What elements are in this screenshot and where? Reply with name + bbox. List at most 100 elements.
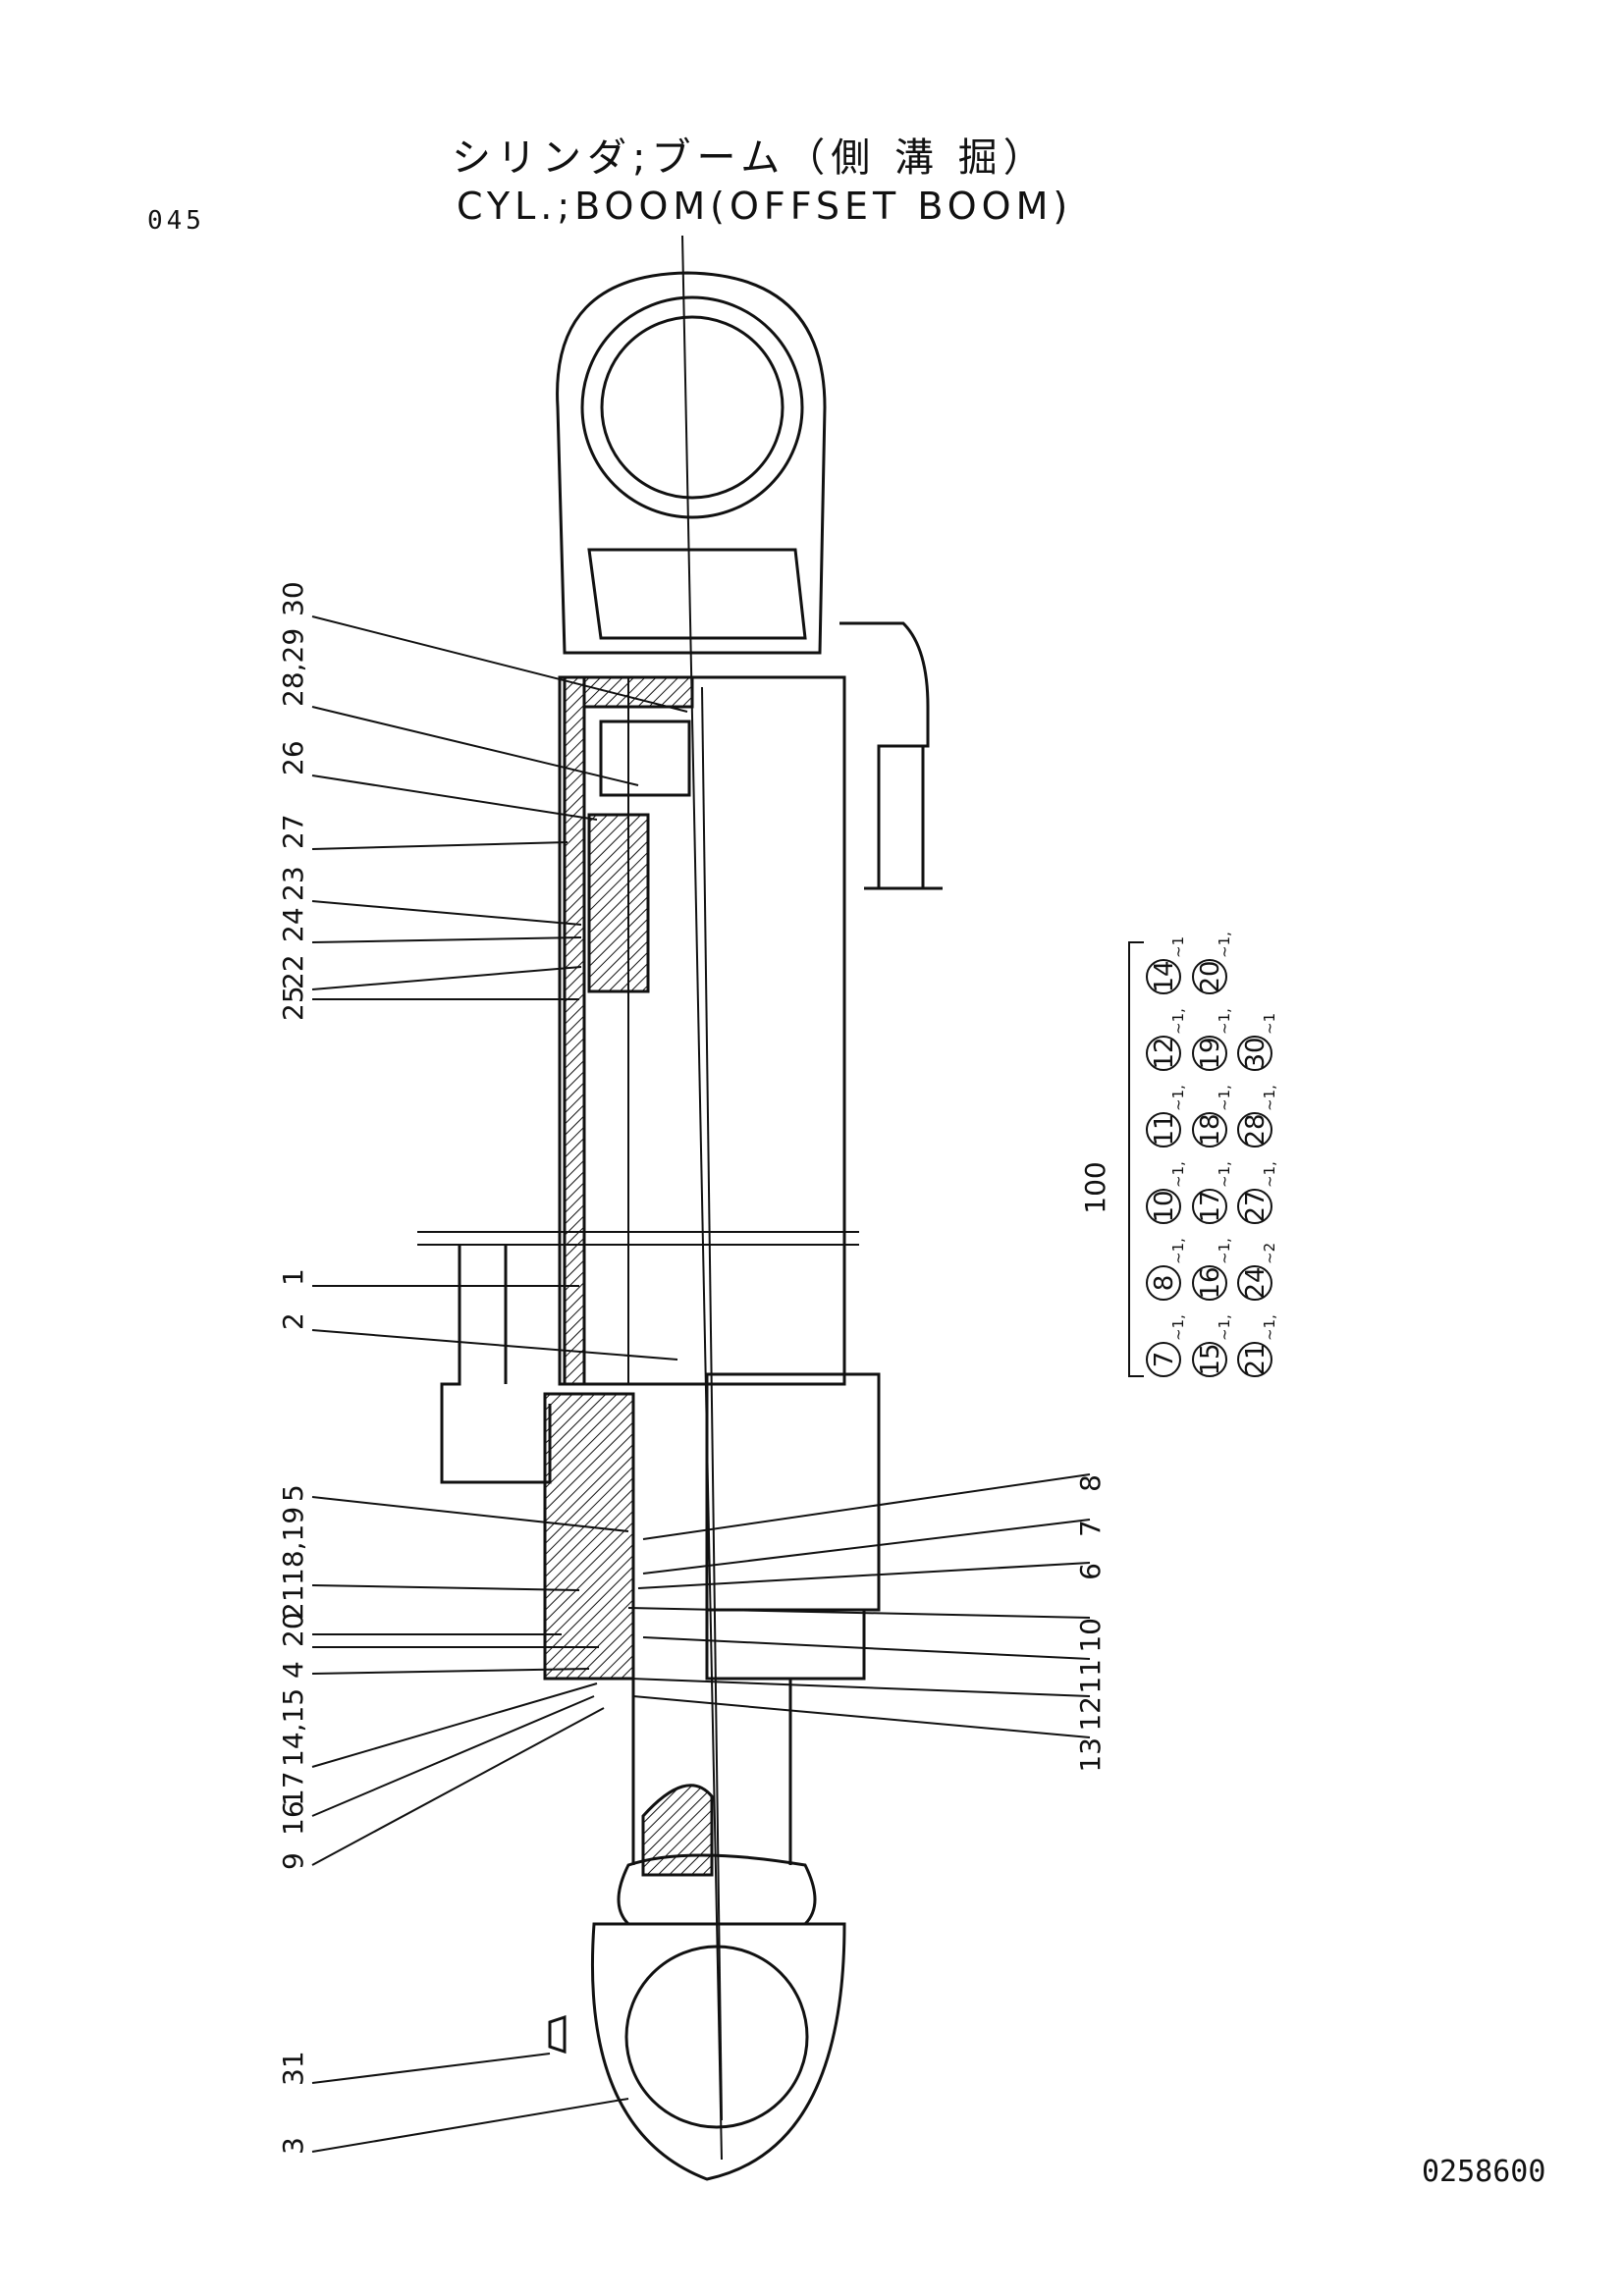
part-number: 16	[1196, 1266, 1225, 1299]
callout-14-15: 14,15	[277, 1688, 309, 1767]
part-number: 7	[1150, 1352, 1179, 1368]
part-number: 19	[1196, 1037, 1225, 1069]
part-circle	[1192, 1342, 1227, 1377]
part-quantity: ~1	[1169, 936, 1187, 958]
part-quantity: ~1,	[1261, 1314, 1278, 1341]
barrel-wall	[563, 675, 586, 1386]
part-circle	[1237, 1036, 1272, 1071]
port-pipe-top	[839, 621, 930, 888]
part-number: 14	[1150, 960, 1179, 992]
part-number: 15	[1196, 1343, 1225, 1375]
part-circle	[1237, 1112, 1272, 1148]
part-number: 17	[1196, 1190, 1225, 1222]
callout-1: 1	[277, 1268, 309, 1286]
part-circle	[1192, 1189, 1227, 1224]
part-quantity: ~2	[1261, 1243, 1278, 1264]
callout-20: 20	[277, 1612, 309, 1647]
right-callouts: 8 7 6 10 11 12 13	[1074, 1474, 1107, 1773]
callout-27: 27	[277, 814, 309, 849]
gland-flange	[705, 1608, 866, 1681]
port-pipe-bottom	[440, 1245, 552, 1484]
callout-12: 12	[1074, 1696, 1107, 1732]
top-clevis	[556, 271, 827, 655]
part-quantity: ~1,	[1216, 1085, 1233, 1111]
seal-kit-item: 12~1,	[1146, 1008, 1187, 1071]
rod-cover	[543, 1392, 635, 1681]
page-number: 045	[147, 206, 205, 236]
callout-16: 16	[277, 1800, 309, 1836]
top-eye-inner	[600, 315, 784, 500]
callout-3: 3	[277, 2137, 309, 2155]
seal-kit-item: 17~1,	[1192, 1161, 1233, 1224]
rod-eye-inner	[624, 1945, 809, 2129]
rod-section	[641, 1784, 714, 1877]
seal-kit-item: 10~1,	[1146, 1161, 1187, 1224]
part-number: 30	[1241, 1037, 1271, 1069]
part-quantity: ~1,	[1216, 1238, 1233, 1264]
rod-eye-outer	[590, 1922, 846, 2181]
part-number: 27	[1241, 1190, 1271, 1222]
callout-13: 13	[1074, 1737, 1107, 1773]
seal-kit: 100 7~1,8~1,10~1,11~1,12~1,14~115~1,16~1…	[1079, 932, 1278, 1377]
callout-21: 21	[277, 1584, 309, 1620]
callout-10: 10	[1074, 1618, 1107, 1653]
part-number: 21	[1241, 1343, 1271, 1375]
part-number: 12	[1150, 1037, 1179, 1069]
callout-8: 8	[1074, 1474, 1107, 1492]
barrel-tube	[558, 675, 846, 1386]
seal-kit-items: 7~1,8~1,10~1,11~1,12~1,14~115~1,16~1,17~…	[1146, 932, 1278, 1377]
part-number: 24	[1241, 1266, 1271, 1299]
callout-2: 2	[277, 1312, 309, 1330]
callout-28-29: 28,29	[277, 628, 309, 707]
callout-4: 4	[277, 1661, 309, 1679]
title-english: CYL.;BOOM(OFFSET BOOM)	[457, 185, 1073, 228]
seal-kit-label: 100	[1079, 1161, 1111, 1213]
part-circle	[1237, 1189, 1272, 1224]
callout-26: 26	[277, 740, 309, 775]
seal-kit-item: 24~2	[1237, 1243, 1278, 1301]
callout-24: 24	[277, 907, 309, 942]
part-circle	[1146, 1342, 1181, 1377]
part-number: 8	[1150, 1275, 1179, 1292]
title-japanese: シリンダ;ブーム（側 溝 掘）	[452, 135, 1049, 181]
seal-kit-item: 18~1,	[1192, 1085, 1233, 1148]
callout-5: 5	[277, 1484, 309, 1502]
seal-kit-item: 21~1,	[1237, 1314, 1278, 1377]
seal-kit-item: 11~1,	[1146, 1085, 1187, 1148]
gland-housing	[705, 1372, 881, 1612]
seal-kit-item: 27~1,	[1237, 1161, 1278, 1224]
callout-22: 22	[277, 954, 309, 989]
part-quantity: ~1,	[1261, 1161, 1278, 1188]
part-number: 18	[1196, 1113, 1225, 1146]
part-circle	[1192, 1265, 1227, 1301]
seal-kit-item: 30~1	[1237, 1013, 1278, 1071]
grease-nipple	[548, 2014, 567, 2055]
seal-kit-item: 19~1,	[1192, 1008, 1233, 1071]
part-circle	[1146, 1265, 1181, 1301]
piston-head	[587, 813, 650, 993]
part-circle	[1192, 1112, 1227, 1148]
callout-18-19: 18,19	[277, 1507, 309, 1585]
part-quantity: ~1,	[1169, 1314, 1187, 1341]
center-line	[681, 235, 723, 2161]
part-quantity: ~1,	[1169, 1008, 1187, 1035]
part-quantity: ~1,	[1216, 932, 1233, 958]
seal-kit-item: 15~1,	[1192, 1314, 1233, 1377]
callout-25: 25	[277, 986, 309, 1021]
callout-11: 11	[1074, 1659, 1107, 1694]
callout-31: 31	[277, 2051, 309, 2086]
leader-lines	[311, 615, 1091, 2153]
part-circle	[1192, 1036, 1227, 1071]
part-quantity: ~1,	[1261, 1085, 1278, 1111]
cylinder-outline	[417, 235, 943, 2181]
part-circle	[1237, 1265, 1272, 1301]
part-circle	[1146, 1112, 1181, 1148]
callout-7: 7	[1074, 1520, 1107, 1537]
part-quantity: ~1	[1261, 1013, 1278, 1035]
part-quantity: ~1,	[1216, 1008, 1233, 1035]
callout-30: 30	[277, 581, 309, 616]
part-circle	[1237, 1342, 1272, 1377]
callout-9: 9	[277, 1852, 309, 1870]
part-quantity: ~1,	[1216, 1161, 1233, 1188]
part-number: 20	[1196, 960, 1225, 992]
